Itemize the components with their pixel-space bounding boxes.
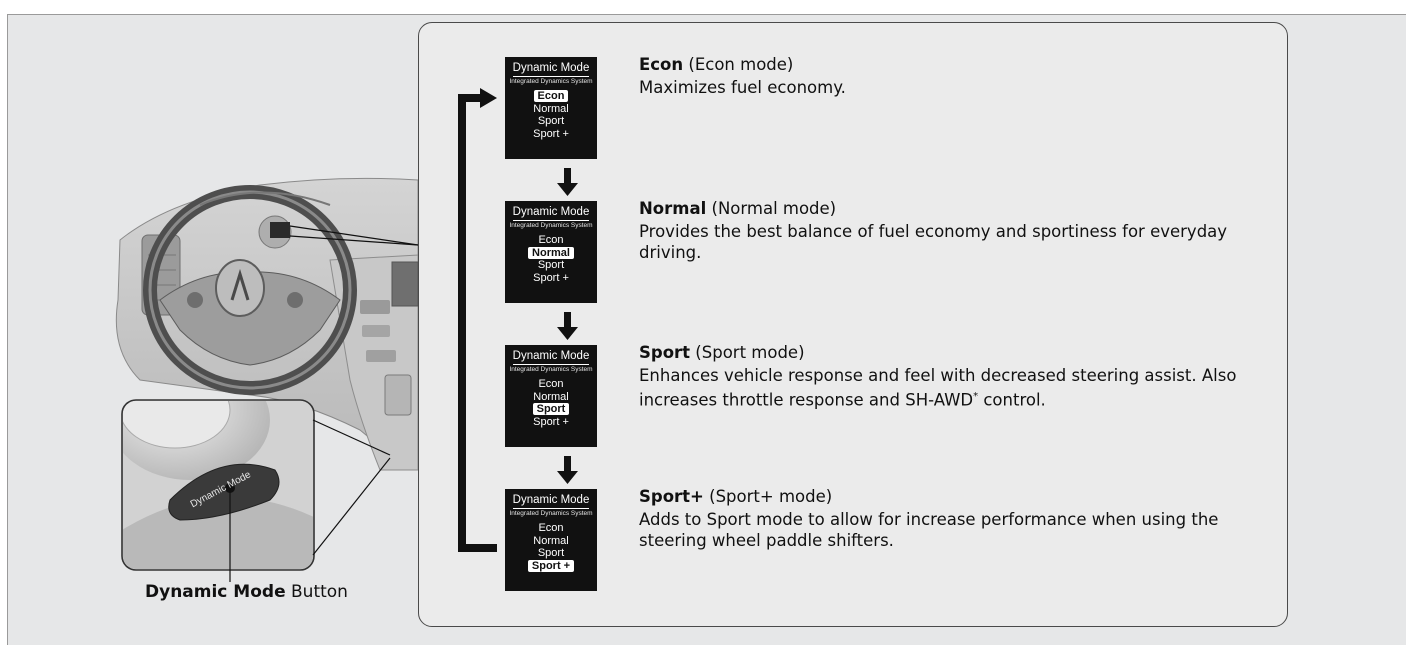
screen-option: Normal <box>533 102 569 115</box>
screen-option: Sport + <box>533 127 569 140</box>
screen-subtitle: Integrated Dynamics System <box>509 510 593 517</box>
mode-heading: Normal (Normal mode) <box>639 198 1279 220</box>
mode-heading: Econ (Econ mode) <box>639 54 1279 76</box>
mode-name-suffix: (Econ mode) <box>683 55 794 74</box>
screen-subtitle: Integrated Dynamics System <box>509 366 593 373</box>
footnote-marker: * <box>973 391 979 402</box>
screen-option: Econ <box>538 522 564 534</box>
mode-heading: Sport+ (Sport+ mode) <box>639 486 1279 508</box>
mode-name: Econ <box>639 55 684 74</box>
mode-screen-sport: Dynamic Mode Integrated Dynamics System … <box>505 345 597 447</box>
screen-option: Sport + <box>533 415 569 428</box>
screen-option: Econ <box>538 234 564 246</box>
mode-description-text: Enhances vehicle response and feel with … <box>639 366 1237 410</box>
mode-description-normal: Normal (Normal mode) Provides the best b… <box>639 198 1279 263</box>
mode-description-sport: Sport (Sport mode) Enhances vehicle resp… <box>639 342 1279 411</box>
mode-screen-sport-plus: Dynamic Mode Integrated Dynamics System … <box>505 489 597 591</box>
mode-name: Normal <box>639 199 707 218</box>
screen-option: Econ <box>538 378 564 390</box>
callout-rest: Button <box>285 582 348 602</box>
screen-option: Sport <box>537 547 565 559</box>
mode-name-suffix: (Sport+ mode) <box>703 487 833 506</box>
screen-option: Sport + <box>533 271 569 284</box>
screen-option-selected: Econ <box>505 90 597 103</box>
screen-title: Dynamic Mode <box>512 494 590 509</box>
mode-screen-normal: Dynamic Mode Integrated Dynamics System … <box>505 201 597 303</box>
screen-option: Normal <box>533 534 569 547</box>
screen-option: Sport <box>537 115 565 127</box>
screen-title: Dynamic Mode <box>512 350 590 365</box>
mode-description-text: Provides the best balance of fuel econom… <box>639 222 1228 262</box>
dynamic-mode-button-label: Dynamic Mode Button <box>145 582 348 602</box>
mode-name: Sport+ <box>639 487 704 506</box>
screen-title: Dynamic Mode <box>512 62 590 77</box>
screen-option-selected: Normal <box>505 246 597 260</box>
screen-option: Normal <box>533 390 569 403</box>
screen-option-selected: Sport <box>505 403 597 416</box>
screen-option-selected: Sport + <box>505 559 597 573</box>
mode-heading: Sport (Sport mode) <box>639 342 1279 364</box>
mode-description-sport-plus: Sport+ (Sport+ mode) Adds to Sport mode … <box>639 486 1279 551</box>
mode-description-econ: Econ (Econ mode) Maximizes fuel economy. <box>639 54 1279 98</box>
mode-name-suffix: (Normal mode) <box>706 199 837 218</box>
mode-screen-econ: Dynamic Mode Integrated Dynamics System … <box>505 57 597 159</box>
mode-description-text: Maximizes fuel economy. <box>639 78 846 97</box>
screen-subtitle: Integrated Dynamics System <box>509 222 593 229</box>
screen-title: Dynamic Mode <box>512 206 590 221</box>
mode-name-suffix: (Sport mode) <box>690 343 805 362</box>
callout-bold: Dynamic Mode <box>145 582 286 602</box>
dashboard-illustration: Dynamic Mode <box>115 177 419 582</box>
mode-name: Sport <box>639 343 691 362</box>
screen-option: Sport <box>537 259 565 271</box>
screen-subtitle: Integrated Dynamics System <box>509 78 593 85</box>
mode-description-text: Adds to Sport mode to allow for increase… <box>639 510 1219 550</box>
